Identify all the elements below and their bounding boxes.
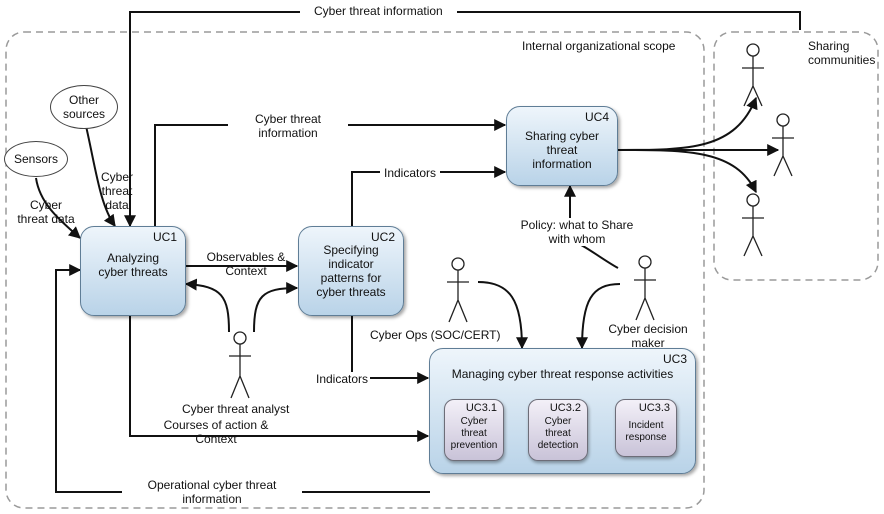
- uc3-3-id: UC3.3: [638, 402, 670, 414]
- observables-label: Observables & Context: [206, 250, 286, 278]
- community-actor-3-figure: [742, 193, 764, 257]
- uc3-id: UC3: [662, 352, 687, 366]
- sensors-data-label: Cyber threat data: [17, 198, 75, 226]
- sharing-communities-label: Sharing communities: [808, 39, 876, 67]
- flow-analyst-to-uc2: [253, 282, 299, 333]
- uc3-2-title: Cyber threat detection: [537, 416, 579, 451]
- courses-of-action-label: Courses of action & Context: [163, 418, 269, 446]
- ops-label: Cyber Ops (SOC/CERT): [370, 328, 501, 342]
- other-sources-data-label: Cyber threat data: [100, 170, 133, 212]
- uc3-2-id: UC3.2: [549, 402, 581, 414]
- uc4-box[interactable]: UC4 Sharing cyber threat information: [506, 106, 618, 186]
- uc3-2-box[interactable]: UC3.2 Cyber threat detection: [528, 399, 588, 461]
- other-sources-source: Other sources: [50, 85, 118, 129]
- flow-uc1-to-uc4: [154, 119, 507, 226]
- flow-sensors-data: [35, 177, 81, 239]
- uc3-title: Managing cyber threat response activitie…: [451, 367, 674, 381]
- actor-ops-figure: [447, 257, 469, 323]
- uc3-1-id: UC3.1: [465, 402, 497, 414]
- flow-uc4-to-actor-1: [616, 96, 758, 151]
- flow-indicators-uc3: [351, 314, 430, 384]
- indicators-uc4-label: Indicators: [380, 166, 441, 180]
- internal-scope-boundary: [5, 31, 705, 509]
- flow-ops-to-uc3: [477, 281, 528, 350]
- actor-analyst-figure: [229, 331, 251, 399]
- uc4-title: Sharing cyber threat information: [524, 129, 600, 171]
- sensors-source: Sensors: [4, 141, 68, 177]
- uc3-1-title: Cyber threat prevention: [450, 416, 498, 451]
- flow-courses-of-action: [129, 314, 430, 442]
- analyst-label: Cyber threat analyst: [182, 402, 290, 416]
- sensors-label: Sensors: [13, 152, 59, 166]
- flow-other-sources-data: [85, 125, 116, 227]
- sharing-communities-boundary: [713, 31, 879, 281]
- uc3-3-box[interactable]: UC3.3 Incident response: [615, 399, 677, 457]
- internal-scope-label: Internal organizational scope: [522, 39, 676, 53]
- uc1-to-uc4-flow-label: Cyber threat information: [228, 112, 348, 140]
- decision-maker-label: Cyber decision maker: [608, 322, 688, 350]
- uc2-box[interactable]: UC2 Specifying indicator patterns for cy…: [298, 226, 404, 316]
- uc2-id: UC2: [370, 230, 395, 244]
- indicators-uc3-label: Indicators: [314, 372, 371, 386]
- uc3-1-box[interactable]: UC3.1 Cyber threat prevention: [444, 399, 504, 461]
- community-actor-1-figure: [742, 43, 764, 107]
- uc4-id: UC4: [584, 110, 609, 124]
- flow-top-cyber-threat-info: [124, 11, 801, 228]
- other-sources-label: Other sources: [62, 93, 106, 121]
- flow-indicators-uc4: [351, 166, 507, 226]
- uc3-3-title: Incident response: [625, 420, 667, 443]
- uc1-id: UC1: [152, 230, 177, 244]
- operational-flow-label: Operational cyber threat information: [122, 478, 302, 506]
- flow-decision-to-uc3: [576, 283, 621, 350]
- uc3-box[interactable]: UC3 Managing cyber threat response activ…: [429, 348, 696, 474]
- community-actor-2-figure: [772, 113, 794, 177]
- uc1-title: Analyzing cyber threats: [98, 251, 168, 279]
- policy-label: Policy: what to Share with whom: [520, 218, 634, 246]
- uc1-box[interactable]: UC1 Analyzing cyber threats: [80, 226, 186, 316]
- uc2-title: Specifying indicator patterns for cyber …: [316, 243, 386, 299]
- flow-analyst-to-uc1: [184, 278, 230, 333]
- actor-decision-maker-figure: [634, 255, 656, 321]
- flow-uc4-to-actor-3: [616, 149, 757, 194]
- top-flow-label: Cyber threat information: [300, 4, 457, 18]
